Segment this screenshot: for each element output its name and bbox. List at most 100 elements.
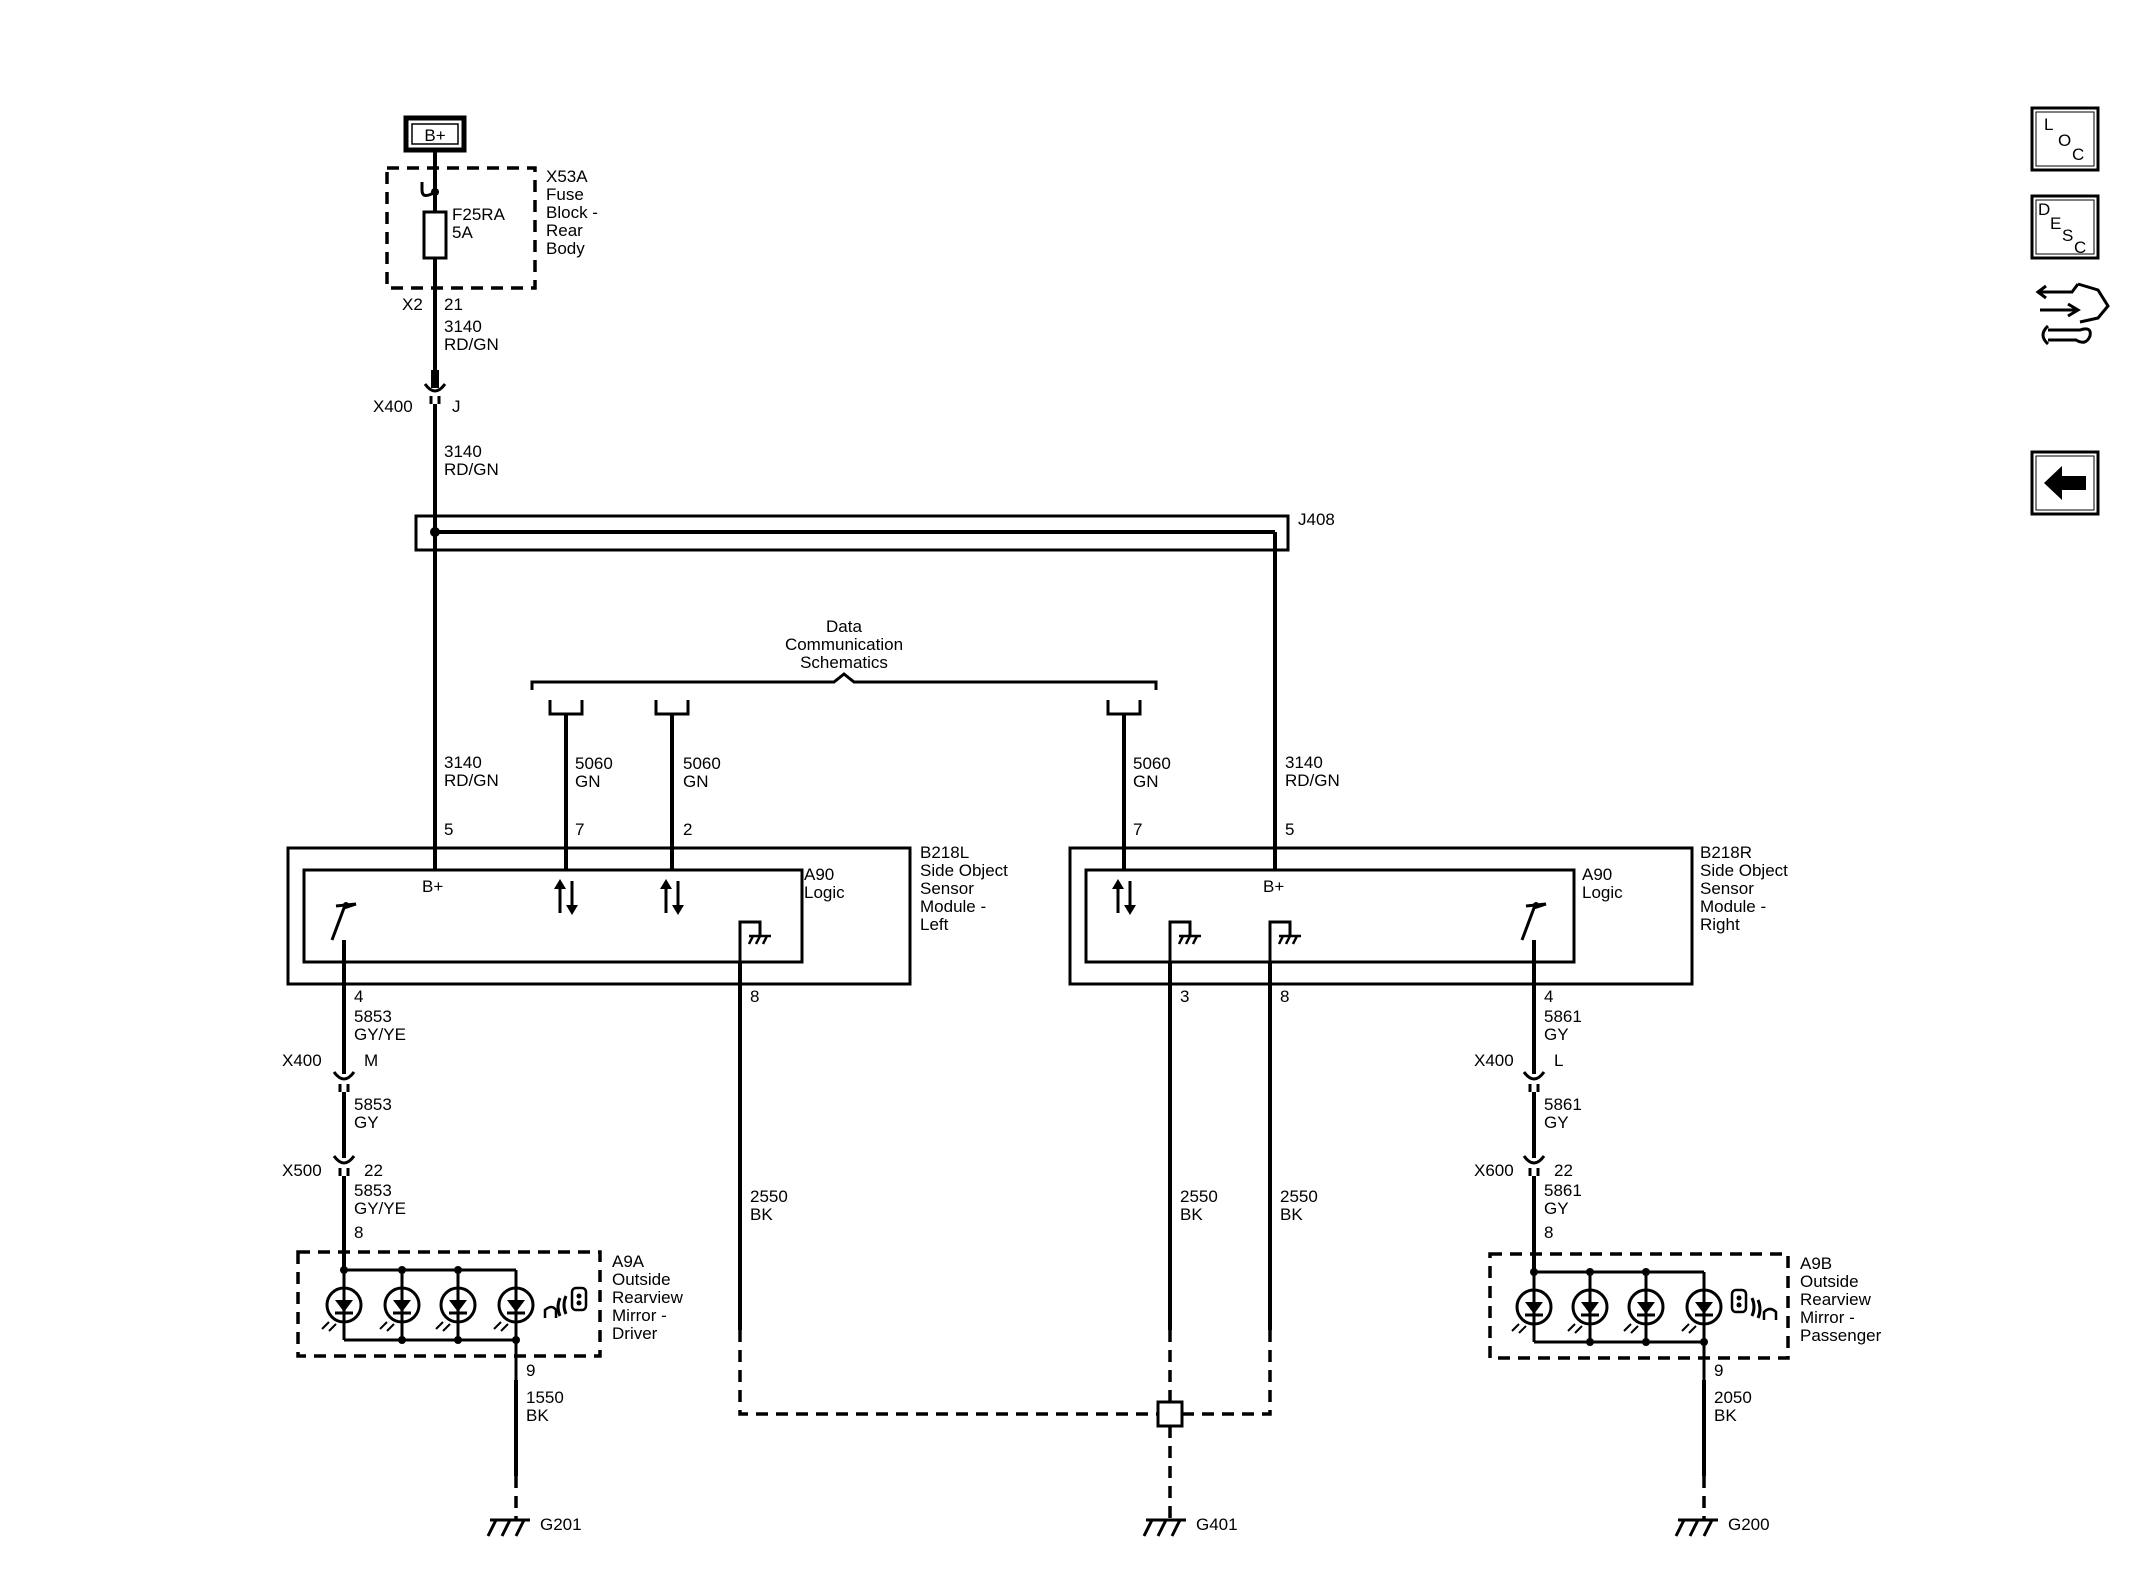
svg-text:Rearview: Rearview — [612, 1288, 684, 1307]
svg-text:8: 8 — [750, 987, 759, 1006]
battery-positive: B+ — [403, 115, 467, 153]
side-blind-zone-indicator-icon — [1730, 1288, 1778, 1320]
svg-text:Mirror -: Mirror - — [612, 1306, 667, 1325]
svg-text:Mirror -: Mirror - — [1800, 1308, 1855, 1327]
svg-text:8: 8 — [354, 1223, 363, 1242]
description-button[interactable]: D E S C — [2030, 194, 2100, 260]
ground-g401: G401 — [1196, 1515, 1238, 1534]
svg-text:5060: 5060 — [683, 754, 721, 773]
mirror-left-id: A9A — [612, 1252, 645, 1271]
svg-text:Data: Data — [826, 617, 862, 636]
fuse-rating: 5A — [452, 223, 473, 242]
svg-text:3140: 3140 — [444, 317, 482, 336]
conn-x400-m: X400 — [282, 1051, 322, 1070]
svg-text:9: 9 — [1714, 1361, 1723, 1380]
svg-text:B+: B+ — [422, 877, 443, 896]
svg-text:Fuse: Fuse — [546, 185, 584, 204]
svg-text:L: L — [1554, 1051, 1563, 1070]
svg-text:E: E — [2050, 214, 2061, 233]
svg-text:3140: 3140 — [1285, 753, 1323, 772]
svg-text:RD/GN: RD/GN — [444, 460, 499, 479]
connector-wrench-icon[interactable] — [2035, 282, 2110, 346]
svg-text:3: 3 — [1180, 987, 1189, 1006]
svg-text:3140: 3140 — [444, 753, 482, 772]
side-blind-zone-indicator-icon — [543, 1286, 588, 1318]
svg-text:D: D — [2038, 200, 2050, 219]
svg-text:Schematics: Schematics — [800, 653, 888, 672]
svg-text:C: C — [2072, 145, 2084, 164]
svg-text:2: 2 — [683, 820, 692, 839]
svg-text:GY: GY — [1544, 1199, 1569, 1218]
svg-text:GN: GN — [575, 772, 601, 791]
svg-text:Communication: Communication — [785, 635, 903, 654]
svg-text:Module -: Module - — [1700, 897, 1766, 916]
fuse-block-pin: 21 — [444, 295, 463, 314]
battery-label: B+ — [424, 126, 445, 145]
svg-text:BK: BK — [1714, 1406, 1737, 1425]
svg-text:5060: 5060 — [1133, 754, 1171, 773]
svg-text:J: J — [452, 397, 461, 416]
svg-text:S: S — [2062, 226, 2073, 245]
svg-text:9: 9 — [526, 1361, 535, 1380]
svg-text:Sensor: Sensor — [1700, 879, 1754, 898]
svg-text:5060: 5060 — [575, 754, 613, 773]
svg-text:22: 22 — [364, 1161, 383, 1180]
svg-text:C: C — [2074, 238, 2086, 257]
location-button[interactable]: L O C — [2030, 106, 2100, 172]
svg-text:O: O — [2058, 131, 2071, 150]
ground-g200: G200 — [1728, 1515, 1770, 1534]
svg-text:4: 4 — [354, 987, 363, 1006]
svg-text:5: 5 — [444, 820, 453, 839]
svg-text:RD/GN: RD/GN — [1285, 771, 1340, 790]
svg-text:3140: 3140 — [444, 442, 482, 461]
svg-text:GY: GY — [1544, 1113, 1569, 1132]
svg-text:GN: GN — [683, 772, 709, 791]
svg-text:Logic: Logic — [804, 883, 845, 902]
svg-text:L: L — [2044, 115, 2053, 134]
svg-text:BK: BK — [750, 1205, 773, 1224]
back-arrow-icon — [2044, 466, 2086, 500]
svg-text:GY/YE: GY/YE — [354, 1199, 406, 1218]
logic-id-left: A90 — [804, 865, 834, 884]
svg-text:8: 8 — [1544, 1223, 1553, 1242]
svg-text:Outside: Outside — [612, 1270, 671, 1289]
svg-text:Sensor: Sensor — [920, 879, 974, 898]
mirror-right-id: A9B — [1800, 1254, 1832, 1273]
splice-label: J408 — [1298, 510, 1335, 529]
back-button[interactable] — [2030, 450, 2100, 516]
svg-text:Module -: Module - — [920, 897, 986, 916]
svg-text:5861: 5861 — [1544, 1095, 1582, 1114]
svg-text:GY/YE: GY/YE — [354, 1025, 406, 1044]
fuse-block-conn: X2 — [402, 295, 423, 314]
svg-text:8: 8 — [1280, 987, 1289, 1006]
svg-text:M: M — [364, 1051, 378, 1070]
svg-text:2550: 2550 — [1280, 1187, 1318, 1206]
ground-g201: G201 — [540, 1515, 582, 1534]
svg-text:BK: BK — [526, 1406, 549, 1425]
svg-text:BK: BK — [1180, 1205, 1203, 1224]
svg-text:RD/GN: RD/GN — [444, 771, 499, 790]
module-right-id: B218R — [1700, 843, 1752, 862]
svg-text:B+: B+ — [1263, 877, 1284, 896]
splice-j408: J408 — [414, 510, 1335, 552]
svg-text:Body: Body — [546, 239, 585, 258]
svg-text:Side Object: Side Object — [920, 861, 1008, 880]
svg-text:Rearview: Rearview — [1800, 1290, 1872, 1309]
svg-text:5861: 5861 — [1544, 1181, 1582, 1200]
conn-x400-l: X400 — [1474, 1051, 1514, 1070]
svg-text:Right: Right — [1700, 915, 1740, 934]
conn-x400-j: X400 — [373, 397, 413, 416]
svg-text:7: 7 — [575, 820, 584, 839]
module-b218r: 7 5 B+ A90 Logic B218R Side Object Senso… — [1068, 820, 1788, 986]
conn-x600: X600 — [1474, 1161, 1514, 1180]
svg-text:2550: 2550 — [750, 1187, 788, 1206]
fuse-f25ra — [422, 210, 448, 260]
module-left-id: B218L — [920, 843, 969, 862]
conn-x500: X500 — [282, 1161, 322, 1180]
logic-id-right: A90 — [1582, 865, 1612, 884]
module-b218l: 5 7 2 B+ A90 Logic B218L Side Object Sen… — [286, 820, 1008, 986]
svg-text:Logic: Logic — [1582, 883, 1623, 902]
data-communication-link[interactable]: Data Communication Schematics — [530, 617, 1158, 716]
svg-text:BK: BK — [1280, 1205, 1303, 1224]
